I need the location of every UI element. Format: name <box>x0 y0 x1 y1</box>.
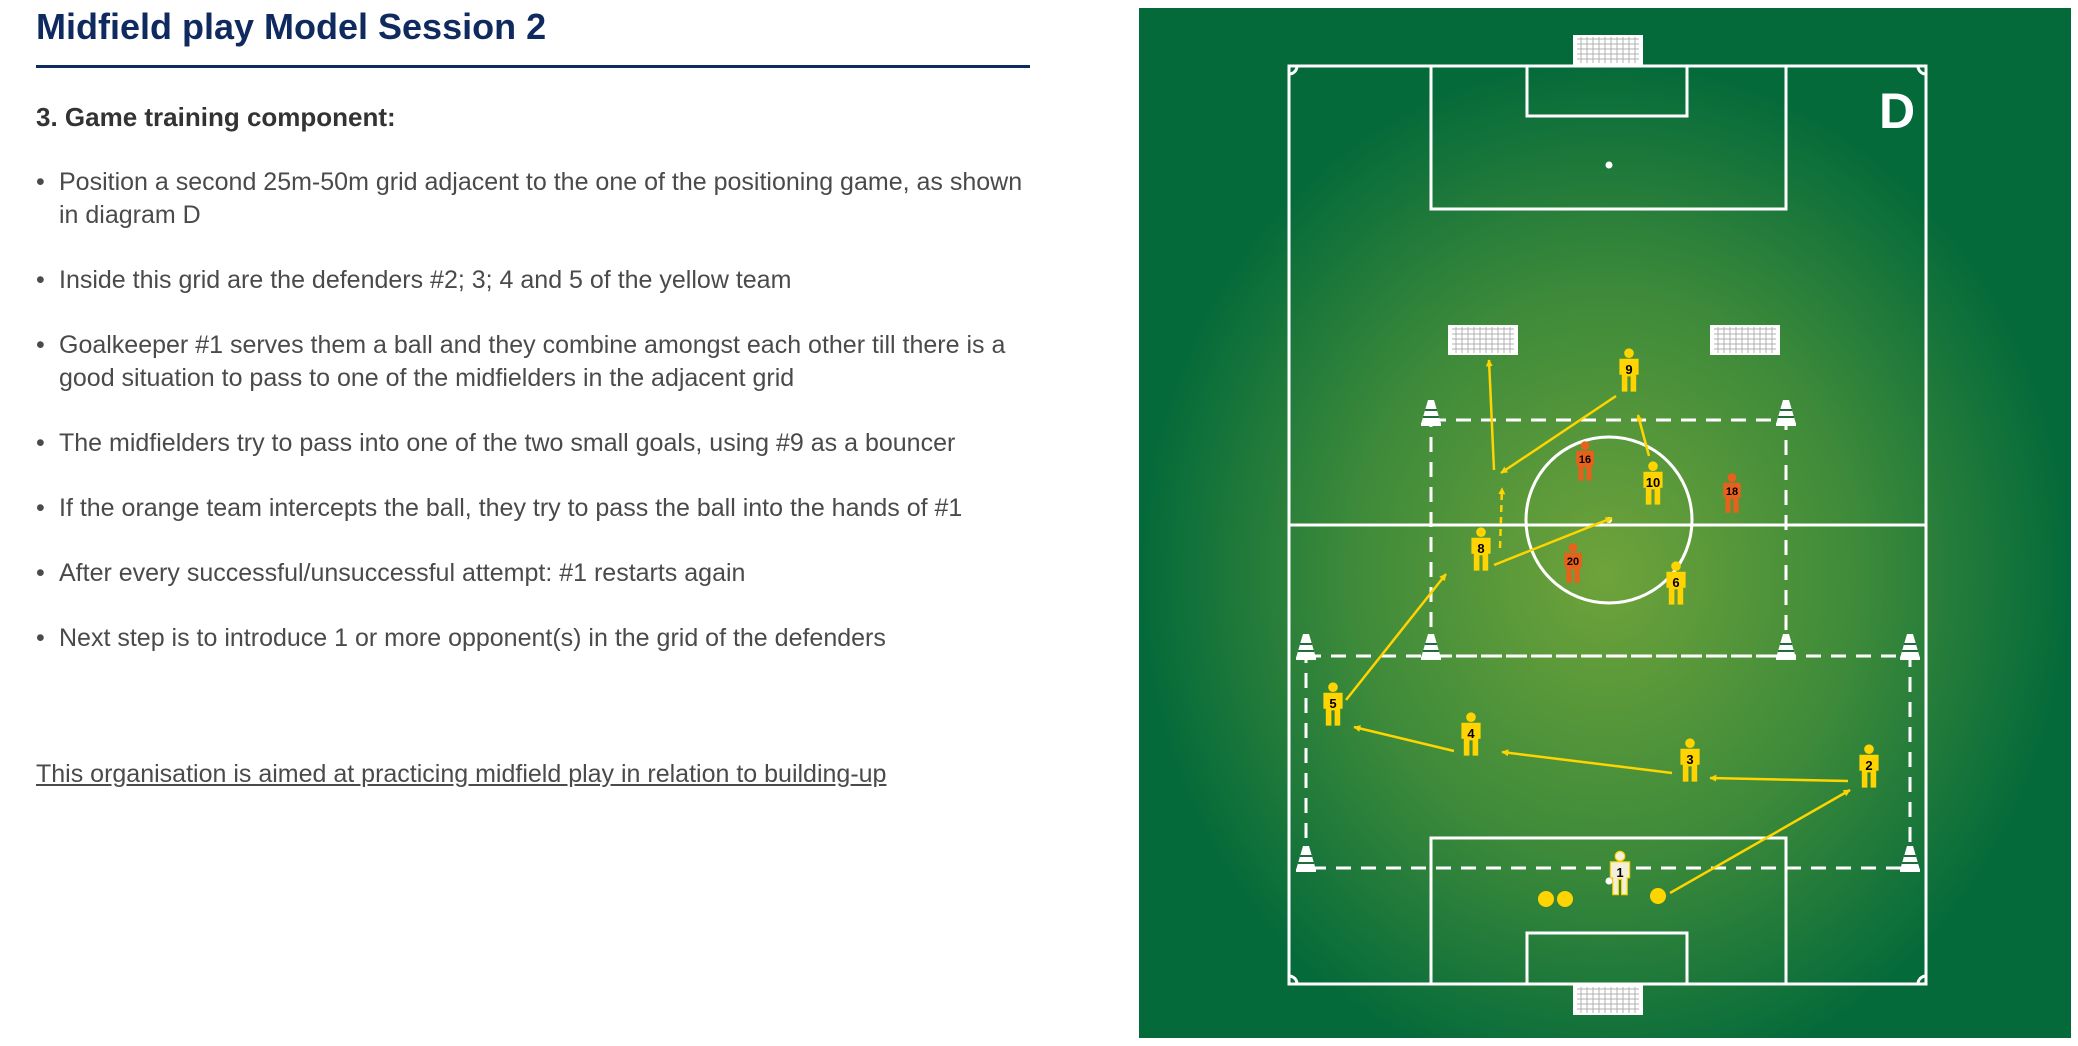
field-markings <box>1287 64 1928 986</box>
instruction-item: The midfielders try to pass into one of … <box>36 427 1036 460</box>
goal-top <box>1573 35 1643 65</box>
player-number: 1 <box>1616 865 1623 880</box>
ball-icon <box>1557 891 1573 907</box>
goal-bottom <box>1573 985 1643 1015</box>
pitch-svg: 16 18 20 1 2 3 4 5 <box>1139 8 2071 1038</box>
instruction-item: After every successful/unsuccessful atte… <box>36 557 1036 590</box>
player-number: 10 <box>1646 475 1660 490</box>
player-number: 16 <box>1579 454 1591 466</box>
ball-icon <box>1650 888 1666 904</box>
yellow-player: 2 <box>1859 744 1879 788</box>
pass-arrow <box>1501 749 1673 775</box>
run-arrow <box>1498 487 1506 549</box>
yellow-player: 10 <box>1643 461 1663 505</box>
instruction-item: Position a second 25m-50m grid adjacent … <box>36 166 1036 232</box>
pass-arrow <box>1485 359 1496 471</box>
yellow-player: 8 <box>1471 527 1491 571</box>
instruction-item: If the orange team intercepts the ball, … <box>36 492 1036 525</box>
section-heading: 3. Game training component: <box>36 102 396 132</box>
yellow-player: 5 <box>1323 682 1343 726</box>
instruction-item: Next step is to introduce 1 or more oppo… <box>36 622 1036 655</box>
yellow-player: 6 <box>1666 561 1686 605</box>
ball-icon <box>1538 891 1554 907</box>
pass-arrow <box>1493 516 1613 567</box>
pass-arrow <box>1500 394 1617 475</box>
summary-note: This organisation is aimed at practicing… <box>36 760 887 788</box>
goalkeeper-player: 1 <box>1609 850 1631 896</box>
player-number: 5 <box>1329 696 1336 711</box>
instruction-item: Inside this grid are the defenders #2; 3… <box>36 264 1036 297</box>
pitch-background <box>1139 8 2071 1038</box>
page-title: Midfield play Model Session 2 <box>36 6 547 47</box>
diagram-label: D <box>1879 83 1915 139</box>
midfield-grid <box>1429 418 1788 658</box>
player-number: 20 <box>1567 556 1579 568</box>
orange-player: 18 <box>1723 473 1741 513</box>
pitch-diagram: 16 18 20 1 2 3 4 5 <box>1139 8 2071 1038</box>
player-number: 3 <box>1686 752 1693 767</box>
player-number: 8 <box>1477 541 1484 556</box>
pass-arrow <box>1353 725 1455 753</box>
title-divider <box>36 65 1030 68</box>
orange-player: 20 <box>1564 543 1582 583</box>
orange-player: 16 <box>1576 441 1594 481</box>
yellow-player: 4 <box>1461 712 1481 756</box>
player-number: 9 <box>1625 362 1632 377</box>
pass-arrows <box>1345 359 1851 895</box>
defender-grid <box>1304 654 1912 870</box>
yellow-player: 9 <box>1619 348 1639 392</box>
pass-arrow <box>1709 774 1849 783</box>
yellow-player: 3 <box>1680 738 1700 782</box>
player-number: 2 <box>1865 758 1872 773</box>
pass-arrow <box>1636 414 1651 457</box>
pass-arrow <box>1669 788 1851 895</box>
pass-arrow <box>1345 573 1447 701</box>
instruction-list: Position a second 25m-50m grid adjacent … <box>36 166 1036 687</box>
player-number: 4 <box>1467 726 1475 741</box>
small-goal-left <box>1448 325 1518 355</box>
player-number: 18 <box>1726 486 1738 498</box>
small-goal-right <box>1710 325 1780 355</box>
instruction-item: Goalkeeper #1 serves them a ball and the… <box>36 329 1036 395</box>
player-number: 6 <box>1672 575 1679 590</box>
